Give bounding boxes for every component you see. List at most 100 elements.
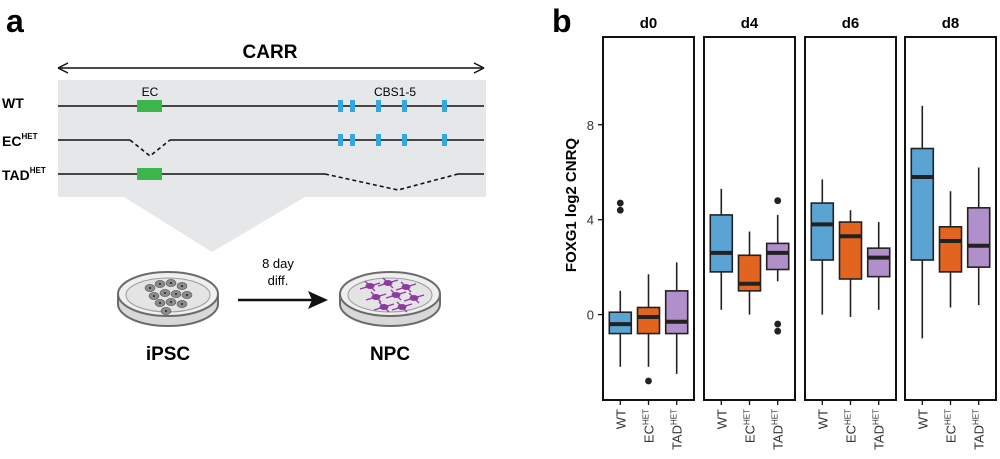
ipsc-cell-nucleus	[180, 284, 184, 288]
x-tick-label-sup: HET	[872, 409, 881, 425]
track-label-wt-base: WT	[2, 95, 24, 111]
carr-region-funnel	[124, 197, 305, 252]
ipsc-cell-nucleus	[169, 281, 173, 285]
panel-b: b FOXG1 log2 CNRQ 048 d0WTECHETTADHETd4W…	[552, 3, 997, 450]
box-d8-wt	[910, 105, 935, 339]
facet-title: d4	[741, 15, 759, 32]
cbs-site	[338, 134, 343, 146]
cbs-site	[442, 134, 447, 146]
x-tick-label-base: TAD	[670, 425, 685, 450]
ec-element-tad-het	[137, 168, 162, 180]
y-tick-label: 4	[587, 213, 594, 228]
cbs-site	[402, 100, 407, 112]
x-tick-label: TADHET	[771, 409, 786, 450]
track-label-ec-het-base: EC	[2, 133, 21, 149]
y-tick-label: 8	[587, 118, 594, 133]
box-d6-wt	[810, 179, 835, 315]
track-label-ec-het-sup: HET	[21, 132, 37, 141]
cbs-site	[350, 134, 355, 146]
cbs-site	[376, 100, 381, 112]
box-d6-ec-het	[838, 210, 863, 317]
x-tick-label-base: TAD	[872, 425, 887, 450]
npc-cells	[359, 277, 425, 313]
panel-b-label: b	[552, 3, 572, 39]
diff-arrow-head-icon	[308, 291, 328, 309]
tad-deletion-gap	[324, 173, 459, 191]
outlier-point	[616, 206, 624, 214]
y-axis-title: FOXG1 log2 CNRQ	[563, 138, 580, 273]
npc-cell	[391, 301, 413, 313]
box-iqr	[664, 290, 689, 335]
ipsc-cell-nucleus	[158, 301, 162, 305]
box-iqr	[810, 202, 835, 261]
carr-region-band	[58, 80, 486, 197]
npc-dish	[339, 271, 441, 327]
y-tick-label: 0	[587, 308, 594, 323]
outlier-point	[774, 197, 782, 205]
npc-cell	[403, 292, 425, 304]
track-label-tad-het-base: TAD	[2, 167, 30, 183]
ipsc-cell-nucleus	[180, 302, 184, 306]
ipsc-dish	[117, 271, 219, 327]
x-tick-label-base: EC	[642, 425, 657, 443]
ec-element-wt	[137, 100, 162, 112]
facet-frame	[703, 36, 796, 401]
box-d8-ec-het	[938, 191, 963, 308]
facet-title: d8	[942, 15, 960, 32]
npc-cell-body	[365, 283, 375, 289]
npc-cell-body	[397, 304, 407, 310]
x-tick-label-base: WT	[915, 409, 930, 429]
x-tick-label-base: TAD	[972, 425, 987, 450]
ipsc-cell-nucleus	[158, 282, 162, 286]
x-tick-label-sup: HET	[844, 409, 853, 425]
ipsc-cell-nucleus	[169, 300, 173, 304]
track-label-tad-het-sup: HET	[30, 166, 46, 175]
facets: d0WTECHETTADHETd4WTECHETTADHETd6WTECHETT…	[602, 15, 997, 450]
x-tick-label-sup: HET	[944, 409, 953, 425]
box-d0-ec-het	[636, 274, 661, 385]
outlier-point	[774, 327, 782, 335]
ipsc-cell-nucleus	[164, 309, 168, 313]
cbs-element-label: CBS1-5	[374, 85, 416, 99]
facet-frame	[904, 36, 997, 401]
outlier-point	[645, 377, 652, 385]
track-wt: WT	[2, 95, 484, 112]
npc-label: NPC	[370, 344, 410, 365]
track-label-ec-het: ECHET	[2, 132, 38, 149]
ec-element-label: EC	[142, 85, 159, 99]
npc-cell-body	[383, 280, 393, 286]
facet-title: d0	[640, 15, 658, 32]
x-tick-label-base: EC	[844, 425, 859, 443]
facet-frame	[602, 36, 695, 401]
ipsc-cell-nucleus	[163, 291, 167, 295]
box-d0-wt	[608, 199, 633, 367]
npc-cell-body	[401, 284, 411, 290]
carr-arrow-right-icon	[473, 62, 485, 74]
box-iqr	[838, 221, 863, 280]
carr-arrow-left-icon	[57, 62, 69, 74]
npc-cell	[385, 289, 407, 301]
box-iqr	[866, 247, 891, 278]
panel-a: a CARR EC CBS1-5 WT	[2, 3, 486, 365]
box-d6-tad-het	[866, 222, 891, 310]
facet-frame	[804, 36, 897, 401]
track-tad-het: TADHET	[2, 166, 484, 191]
box-d0-tad-het	[664, 262, 689, 374]
x-tick-label-sup: HET	[670, 409, 679, 425]
x-tick-label: TADHET	[872, 409, 887, 450]
carr-label: CARR	[243, 42, 298, 63]
track-ec-het: ECHET	[2, 132, 484, 158]
cbs-site	[338, 100, 343, 112]
ipsc-cell-nucleus	[148, 286, 152, 290]
x-tick-label-sup: HET	[743, 409, 752, 425]
box-iqr	[910, 147, 935, 261]
x-tick-label: ECHET	[642, 409, 657, 443]
box-iqr	[966, 207, 991, 268]
x-tick-label: TADHET	[972, 409, 987, 450]
y-axis: 0 4 8	[587, 118, 603, 323]
cbs-site	[376, 134, 381, 146]
x-tick-label: TADHET	[670, 409, 685, 450]
diff-label-line1: 8 day	[262, 256, 294, 271]
